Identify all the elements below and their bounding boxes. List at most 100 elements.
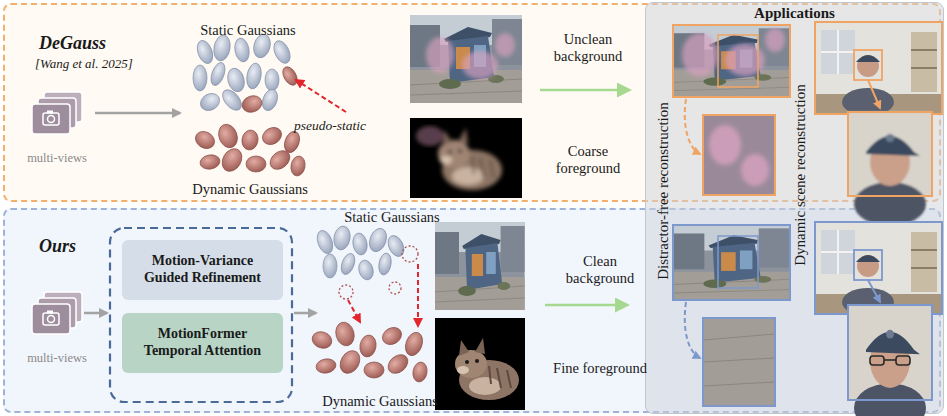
background-render <box>462 51 498 79</box>
dynamic-gaussians <box>358 334 378 358</box>
static-gaussians <box>194 38 215 65</box>
static-gaussians <box>265 69 279 91</box>
dynamic-gaussians <box>240 93 264 115</box>
foreground-render <box>455 338 519 400</box>
application-thumbnail <box>703 115 775 195</box>
background-render <box>410 15 522 103</box>
dynamic-gaussians <box>333 320 357 348</box>
static-gaussians <box>385 233 407 259</box>
dynamic-gaussians <box>364 362 384 378</box>
panel-title: Applications <box>754 5 835 22</box>
application-thumbnail <box>725 44 765 76</box>
module-box: MotionFormer Temporal Attention <box>122 313 283 373</box>
application-thumbnail <box>703 318 775 406</box>
static-gaussians <box>193 32 407 281</box>
application-thumbnail <box>703 115 775 195</box>
foreground-render <box>435 318 525 410</box>
camera-stack-icon <box>32 92 82 334</box>
reassign-arrow <box>348 300 360 322</box>
application-thumbnail <box>848 112 932 196</box>
application-thumbnail <box>848 305 932 416</box>
reassign-arrow <box>417 264 419 326</box>
module-group-outline <box>110 228 292 402</box>
dynamic-gaussians <box>310 329 334 351</box>
method-name: Ours <box>39 236 76 257</box>
static-gaussians <box>351 232 369 256</box>
dynamic-gaussians <box>259 124 284 148</box>
application-thumbnail <box>673 22 942 416</box>
static-gaussians <box>219 86 245 113</box>
application-thumbnail <box>848 305 932 416</box>
citation: [Wang et al. 2025] <box>35 57 133 72</box>
foreground-render <box>438 128 502 190</box>
dynamic-gaussians <box>240 129 259 151</box>
application-thumbnail <box>682 28 785 77</box>
reassign-arrow <box>296 80 346 112</box>
vertical-caption: Distractor-free reconstruction <box>655 102 672 280</box>
application-thumbnail <box>868 280 880 302</box>
static-gaussians <box>251 32 273 59</box>
application-thumbnail <box>703 334 775 386</box>
static-gaussians <box>339 252 358 277</box>
static-gaussians <box>271 38 294 66</box>
application-thumbnail <box>815 22 942 114</box>
dynamic-gaussians <box>411 361 428 383</box>
feedback-arrow <box>545 304 624 307</box>
static-gaussians <box>193 65 207 91</box>
method-name: DeGauss <box>39 33 106 54</box>
application-thumbnail <box>870 356 910 365</box>
application-thumbnail <box>765 28 785 52</box>
dynamic-gaussians <box>266 147 293 173</box>
vertical-caption: Dynamic scene reconstruction <box>792 84 809 266</box>
dynamic-gaussians <box>218 145 246 175</box>
background-render <box>426 33 515 79</box>
application-thumbnail <box>682 33 718 77</box>
dynamic-gaussians <box>192 128 217 152</box>
foreground-render <box>455 338 519 400</box>
application-thumbnail <box>709 125 741 165</box>
flow-arrow <box>84 113 316 313</box>
dissolved-gaussian <box>402 246 418 262</box>
dynamic-gaussians <box>215 122 240 151</box>
static-gaussians <box>208 61 227 88</box>
application-thumbnail <box>703 318 775 406</box>
background-render <box>410 15 522 103</box>
static-gaussians <box>233 37 251 63</box>
application-thumbnail <box>870 356 884 365</box>
application-thumbnail <box>741 154 769 186</box>
static-gaussians <box>212 34 232 62</box>
dynamic-gaussians <box>282 129 303 154</box>
foreground-render <box>435 318 525 410</box>
dissolved-gaussian <box>389 282 401 294</box>
application-thumbnail <box>868 80 880 108</box>
static-gaussians <box>245 62 263 90</box>
application-thumbnail <box>673 225 790 300</box>
application-thumbnail <box>815 222 942 316</box>
application-thumbnail <box>815 22 942 116</box>
application-thumbnail <box>685 302 700 358</box>
static-gaussians <box>260 87 281 112</box>
static-gaussians <box>366 226 389 254</box>
application-thumbnail <box>709 125 769 186</box>
dynamic-gaussians <box>289 155 306 177</box>
flow-arrow <box>84 312 107 315</box>
static-gaussians <box>197 90 222 114</box>
static-gaussians <box>332 225 352 251</box>
camera-stack-icon <box>32 292 82 334</box>
application-thumbnail <box>815 222 942 314</box>
dynamic-gaussians <box>402 330 425 358</box>
module-box: Motion-Variance Guided Refinement <box>122 240 283 300</box>
application-thumbnail <box>673 25 790 97</box>
background-render <box>495 33 515 57</box>
camera-stack-icon <box>32 92 82 134</box>
feedback-arrow <box>540 89 626 92</box>
application-thumbnail <box>673 225 790 300</box>
foreground-render <box>416 126 444 146</box>
application-thumbnail <box>854 250 882 280</box>
application-thumbnail <box>848 112 932 226</box>
background-render <box>426 37 454 73</box>
reassign-arrow <box>296 80 418 326</box>
dynamic-gaussians <box>192 64 428 383</box>
applications-panel: ApplicationsDistractor-free reconstructi… <box>645 2 944 414</box>
